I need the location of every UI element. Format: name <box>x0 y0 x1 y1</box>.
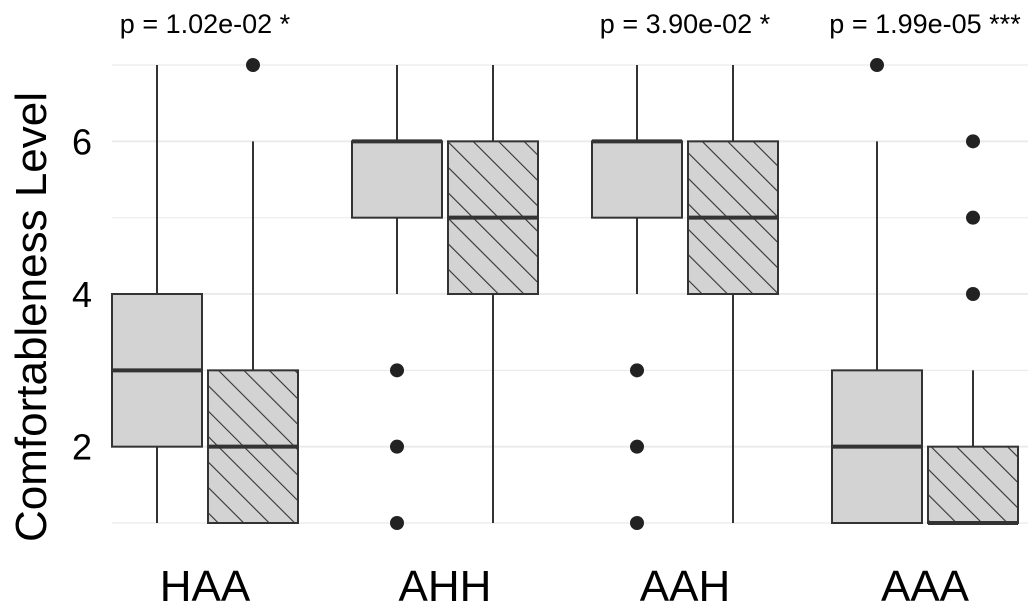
outlier-point-ahh-plain-2 <box>390 516 404 530</box>
y-tick-label-6: 6 <box>72 121 92 162</box>
y-axis-title: Comfortableness Level <box>7 92 56 542</box>
box-aaa-hatched <box>927 134 1019 525</box>
outlier-point-aah-plain-0 <box>630 363 644 378</box>
box-aaa-plain <box>831 58 923 524</box>
outlier-point-haa-hatched-0 <box>246 58 260 73</box>
p-value-annotation-aaa: p = 1.99e-05 *** <box>829 9 1021 39</box>
box-layer <box>111 58 1019 530</box>
box-haa-hatched <box>207 58 299 524</box>
x-tick-label-haa: HAA <box>160 562 251 611</box>
y-tick-label-2: 2 <box>72 427 92 468</box>
box-ahh-plain <box>351 65 443 530</box>
outlier-point-aaa-hatched-2 <box>966 287 980 302</box>
p-value-annotation-aah: p = 3.90e-02 * <box>600 9 771 39</box>
box-ahh-hatched <box>447 65 539 523</box>
outlier-point-aaa-plain-0 <box>870 58 884 73</box>
outlier-point-aah-plain-1 <box>630 439 644 454</box>
outlier-point-aaa-hatched-0 <box>966 134 980 149</box>
box-haa-plain <box>111 65 203 523</box>
p-value-annotation-haa: p = 1.02e-02 * <box>120 9 291 39</box>
box-aah-plain <box>591 65 683 530</box>
box-aah-hatched <box>687 65 779 523</box>
y-tick-label-4: 4 <box>72 274 92 315</box>
x-tick-label-aaa: AAA <box>881 562 970 611</box>
x-tick-label-aah: AAH <box>640 562 730 611</box>
box-body-aah-plain <box>591 140 683 219</box>
box-body-ahh-plain <box>351 140 443 219</box>
outlier-point-ahh-plain-0 <box>390 363 404 378</box>
outlier-point-ahh-plain-1 <box>390 439 404 454</box>
box-body-aaa-hatched <box>927 445 1019 525</box>
outlier-point-aaa-hatched-1 <box>966 210 980 225</box>
x-tick-label-ahh: AHH <box>399 562 492 611</box>
outlier-point-aah-plain-2 <box>630 516 644 530</box>
